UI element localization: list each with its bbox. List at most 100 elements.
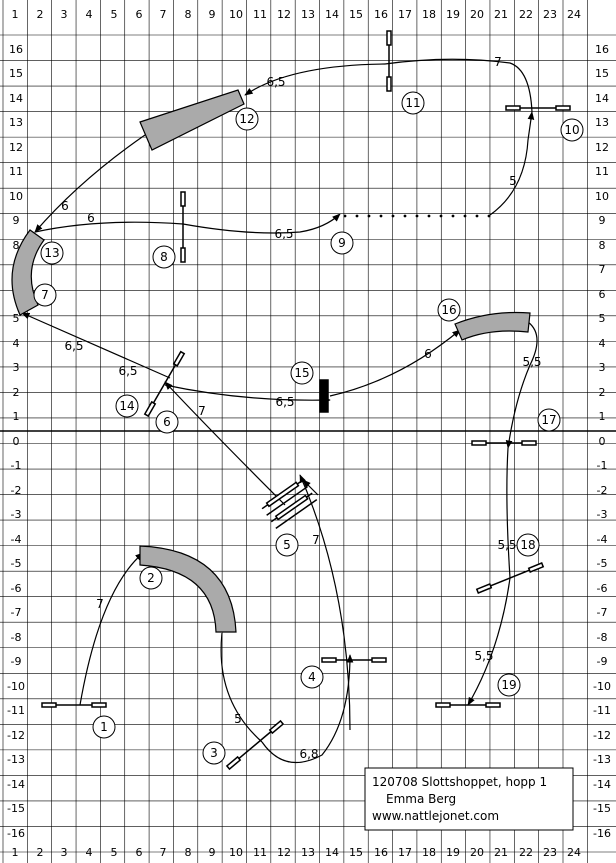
tunnel-12	[139, 89, 245, 151]
row-label: 5	[599, 312, 606, 325]
col-label: 17	[398, 846, 412, 859]
col-label: 5	[111, 8, 118, 21]
distance-label: 6,5	[118, 364, 137, 378]
row-label: -13	[7, 753, 25, 766]
row-label: 14	[595, 92, 609, 105]
col-label: 2	[37, 8, 44, 21]
col-label: 23	[543, 846, 557, 859]
obstacle-8-marker: 8	[152, 245, 176, 269]
col-label: 10	[229, 8, 243, 21]
row-label: -14	[593, 778, 611, 791]
row-label: 9	[13, 214, 20, 227]
row-label: 4	[13, 337, 20, 350]
row-label: 12	[9, 141, 23, 154]
col-label: 8	[185, 8, 192, 21]
col-label: 6	[136, 846, 143, 859]
row-label: 2	[599, 386, 606, 399]
col-label: 20	[470, 846, 484, 859]
col-label: 16	[374, 8, 388, 21]
col-label: 8	[185, 846, 192, 859]
col-label: 13	[301, 8, 315, 21]
col-label: 11	[253, 846, 267, 859]
row-label: -9	[11, 655, 22, 668]
row-label: 1	[13, 410, 20, 423]
route-1-2	[79, 552, 144, 706]
row-label: -16	[7, 827, 25, 840]
route-13-8	[34, 213, 341, 234]
row-label: -8	[597, 631, 608, 644]
obstacle-number: 11	[405, 96, 420, 110]
obstacle-17-marker: 17	[537, 408, 561, 432]
route-5-up	[302, 479, 319, 496]
distance-label: 5	[234, 712, 242, 726]
course-title: 120708 Slottshoppet, hopp 1	[372, 775, 547, 789]
route-10-11	[384, 58, 533, 113]
route-5-6	[164, 381, 286, 506]
row-label: -5	[11, 557, 22, 570]
fence-15	[319, 379, 329, 413]
row-label: 13	[595, 116, 609, 129]
col-label: 17	[398, 8, 412, 21]
col-label: 9	[209, 846, 216, 859]
distance-label: 5,5	[474, 649, 493, 663]
obstacle-number: 8	[160, 250, 168, 264]
obstacle-number: 18	[520, 538, 535, 552]
col-label: 3	[61, 846, 68, 859]
col-label: 14	[325, 846, 339, 859]
row-label: 0	[13, 435, 20, 448]
row-label: 2	[13, 386, 20, 399]
distance-label: 6	[61, 199, 69, 213]
row-label: 3	[13, 361, 20, 374]
row-label: 14	[9, 92, 23, 105]
col-label: 22	[519, 8, 533, 21]
obstacle-14-marker: 14	[115, 394, 139, 418]
route-2-3	[220, 632, 263, 743]
fence-5	[261, 479, 318, 529]
col-label: 15	[349, 846, 363, 859]
fence-3	[225, 719, 285, 771]
col-label: 19	[446, 846, 460, 859]
col-label: 18	[422, 8, 436, 21]
obstacle-3-marker: 3	[202, 741, 226, 765]
distance-label: 6,5	[266, 75, 285, 89]
col-label: 2	[37, 846, 44, 859]
col-label: 18	[422, 846, 436, 859]
fence-11	[386, 30, 392, 92]
row-label: 4	[599, 337, 606, 350]
fence-10	[505, 105, 571, 111]
row-label: 10	[9, 190, 23, 203]
row-label: -4	[11, 533, 22, 546]
route-4-5	[299, 474, 351, 731]
tunnel-13-7	[11, 229, 45, 316]
route-16-17	[505, 321, 538, 449]
obstacle-15-marker: 15	[290, 361, 314, 385]
obstacle-13-marker: 13	[40, 241, 64, 265]
row-label: 8	[13, 239, 20, 252]
row-label: -9	[597, 655, 608, 668]
row-label: 1	[599, 410, 606, 423]
row-label: -5	[597, 557, 608, 570]
obstacle-number: 15	[294, 366, 309, 380]
col-label: 7	[160, 8, 167, 21]
obstacle-5-marker: 5	[275, 533, 299, 557]
col-label: 21	[494, 846, 508, 859]
route-18-19	[467, 577, 511, 706]
row-label: -7	[11, 606, 22, 619]
row-label: 11	[595, 165, 609, 178]
obstacle-number: 5	[283, 538, 291, 552]
row-label: -1	[11, 459, 22, 472]
col-label: 1	[12, 846, 19, 859]
fence-19	[435, 702, 501, 708]
row-label: 13	[9, 116, 23, 129]
row-label: -11	[593, 704, 611, 717]
row-label: -2	[597, 484, 608, 497]
col-label: 7	[160, 846, 167, 859]
course-info-box: 120708 Slottshoppet, hopp 1 Emma Berg ww…	[364, 767, 574, 831]
col-label: 4	[86, 8, 93, 21]
col-label: 24	[567, 8, 581, 21]
col-label: 12	[277, 8, 291, 21]
route-9-10	[489, 111, 535, 216]
fence-4	[321, 657, 387, 663]
